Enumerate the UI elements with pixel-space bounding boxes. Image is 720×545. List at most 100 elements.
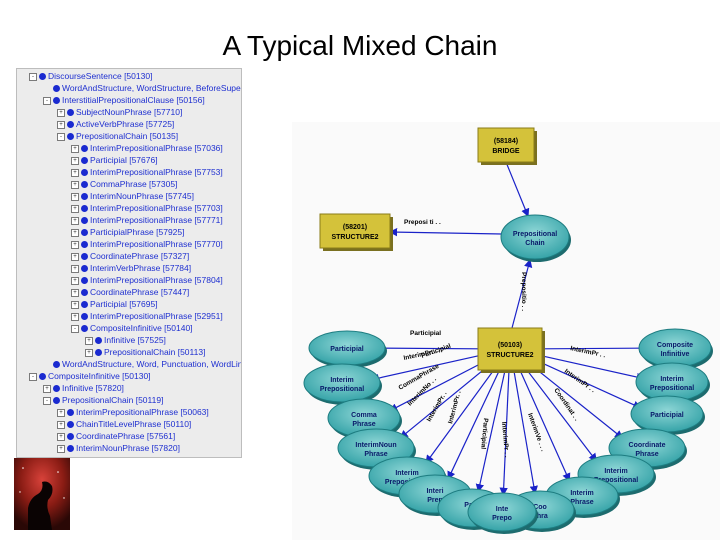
expand-toggle-icon[interactable]: + [43, 384, 51, 393]
tree-item[interactable]: +InterimPrepositionalPhrase [57753] [71, 167, 223, 178]
tree-item[interactable]: +PrepositionalChain [50113] [85, 347, 205, 358]
node-ellipse-label: Interim [330, 377, 353, 384]
expand-toggle-icon[interactable]: + [57, 432, 65, 441]
tree-item[interactable]: +InterimPrepositionalPhrase [57770] [71, 239, 223, 250]
tree-item[interactable]: -CompositeInfinitive [50140] [71, 323, 193, 334]
node-ellipse-shape [303, 363, 381, 403]
node-ellipse-shape [500, 214, 570, 260]
expand-toggle-icon[interactable]: + [71, 156, 79, 165]
node-person-icon [67, 421, 74, 429]
slide-title: A Typical Mixed Chain [222, 30, 498, 61]
node-ellipse-interim-right: InterimPrepositional [635, 362, 710, 404]
expand-toggle-icon[interactable]: + [71, 288, 79, 297]
tree-item[interactable]: + InterimNounPhrase [57820] [57, 443, 180, 454]
expand-toggle-icon[interactable]: + [71, 192, 79, 201]
collapse-toggle-icon[interactable]: - [43, 396, 51, 405]
tree-item[interactable]: +ChainTitleLevelPhrase [50110] [57, 419, 191, 430]
tree-item-label: InterimPrepositionalPhrase [57771] [90, 215, 223, 225]
node-ellipse-label-2: Prepositional [650, 385, 694, 392]
expand-toggle-icon[interactable]: + [71, 300, 79, 309]
expand-toggle-icon[interactable]: + [71, 252, 79, 261]
node-ellipse-participial-right: Participial [630, 395, 705, 435]
collapse-toggle-icon[interactable]: - [29, 72, 37, 81]
expand-toggle-icon[interactable]: + [85, 348, 93, 357]
tree-item[interactable]: + Participial [57676] [71, 155, 158, 166]
node-person-icon [95, 337, 102, 345]
expand-toggle-icon[interactable]: + [71, 312, 79, 321]
node-ellipse-label-2: Phrase [364, 451, 387, 458]
tree-view[interactable]: -DiscourseSentence [50130]WordAndStructu… [16, 68, 242, 458]
tree-item[interactable]: + Participial [57695] [71, 299, 158, 310]
node-ellipse-label-2: Phrase [635, 451, 658, 458]
edge-structure2b-interim-prep-left [370, 351, 497, 383]
tree-item[interactable]: +ActiveVerbPhrase [57725] [57, 119, 174, 130]
tree-item[interactable]: -CompositeInfinitive [50130] [29, 371, 151, 382]
tree-item-label: Participial [57676] [90, 155, 158, 165]
collapse-toggle-icon[interactable]: - [43, 96, 51, 105]
tree-item[interactable]: WordAndStructure, Word, Punctuation, Wor… [43, 359, 241, 370]
expand-toggle-icon[interactable]: + [71, 168, 79, 177]
node-ellipse-label-2: Prepositional [320, 386, 364, 393]
node-box-label: BRIDGE [492, 148, 520, 155]
edge-label: InterimPr . . [500, 422, 510, 458]
expand-toggle-icon[interactable]: + [57, 108, 65, 117]
tree-item[interactable]: -PrepositionalChain [50135] [57, 131, 178, 142]
tree-item[interactable]: +InterimNounPhrase [57745] [71, 191, 194, 202]
tree-item[interactable]: -InterstitialPrepositionalClause [50156] [43, 95, 205, 106]
expand-toggle-icon[interactable]: + [71, 180, 79, 189]
tree-item[interactable]: +ParticipialPhrase [57925] [71, 227, 185, 238]
expand-toggle-icon[interactable]: + [71, 144, 79, 153]
expand-toggle-icon[interactable]: + [57, 408, 65, 417]
tree-item-label: InterimNounPhrase [57820] [76, 443, 180, 453]
tree-item[interactable]: +Infinitive [57820] [43, 383, 124, 394]
tree-item[interactable]: + CoordinatePhrase [57561] [57, 431, 175, 442]
node-person-icon [53, 97, 60, 105]
node-person-icon [81, 145, 88, 153]
tree-item-label: CoordinatePhrase [57561] [76, 431, 176, 441]
expand-toggle-icon[interactable]: + [57, 120, 65, 129]
edge-label: Preposi ti . . [404, 219, 441, 226]
node-person-icon [39, 73, 46, 81]
node-ellipse-label-2: Phrase [352, 421, 375, 428]
tree-item[interactable]: +SubjectNounPhrase [57710] [57, 107, 182, 118]
expand-toggle-icon[interactable]: + [71, 204, 79, 213]
tree-item[interactable]: +InterimVerbPhrase [57784] [71, 263, 191, 274]
expand-toggle-icon[interactable]: + [85, 336, 93, 345]
tree-item[interactable]: + InterimPrepositionalPhrase [57771] [71, 215, 223, 226]
tree-item-label: WordAndStructure, WordStructure, BeforeS… [62, 83, 242, 93]
tree-item[interactable]: -PrepositionalChain [50119] [43, 395, 163, 406]
expand-toggle-icon[interactable]: + [57, 444, 65, 453]
tree-item[interactable]: +Infinitive [57525] [85, 335, 166, 346]
expand-toggle-icon[interactable]: + [71, 276, 79, 285]
tree-item[interactable]: +InterimPrepositionalPhrase [57036] [71, 143, 223, 154]
node-box-label: STRUCTURE2 [486, 352, 533, 359]
tree-item[interactable]: +CoordinatePhrase [57327] [71, 251, 189, 262]
tree-item[interactable]: WordAndStructure, WordStructure, BeforeS… [43, 83, 242, 94]
node-ellipse-label: Participial [650, 412, 684, 419]
tree-item[interactable]: -DiscourseSentence [50130] [29, 71, 152, 82]
collapse-toggle-icon[interactable]: - [29, 372, 37, 381]
collapse-toggle-icon[interactable]: - [71, 324, 79, 333]
tree-item[interactable]: +CommaPhrase [57305] [71, 179, 177, 190]
node-person-icon [81, 157, 88, 165]
expand-toggle-icon[interactable]: + [71, 228, 79, 237]
tree-item[interactable]: +CoordinatePhrase [57447] [71, 287, 189, 298]
tree-item[interactable]: +InterimPrepositionalPhrase [52951] [71, 311, 223, 322]
expand-toggle-icon[interactable]: + [71, 240, 79, 249]
tree-item[interactable]: +InterimPrepositionalPhrase [50063] [57, 407, 209, 418]
expand-toggle-icon[interactable]: + [71, 264, 79, 273]
expand-toggle-icon[interactable]: + [71, 216, 79, 225]
edge-structure2b-participial-left [376, 343, 497, 353]
node-person-icon [81, 229, 88, 237]
edge-structure2b-interim-right-low [518, 359, 598, 462]
expand-toggle-icon[interactable]: + [57, 420, 65, 429]
tree-item-label: Participial [57695] [90, 299, 158, 309]
node-person-icon [53, 397, 60, 405]
node-ellipse-label-2: Prepositional [594, 477, 638, 484]
node-ellipse-participial-left: Participial [308, 330, 387, 368]
node-box-rect [477, 327, 543, 371]
collapse-toggle-icon[interactable]: - [57, 132, 65, 141]
tree-item[interactable]: +InterimPrepositionalPhrase [57804] [71, 275, 223, 286]
node-box-structure2a: (58201)STRUCTURE2 [319, 213, 393, 251]
tree-item[interactable]: +InterimPrepositionalPhrase [57703] [71, 203, 223, 214]
